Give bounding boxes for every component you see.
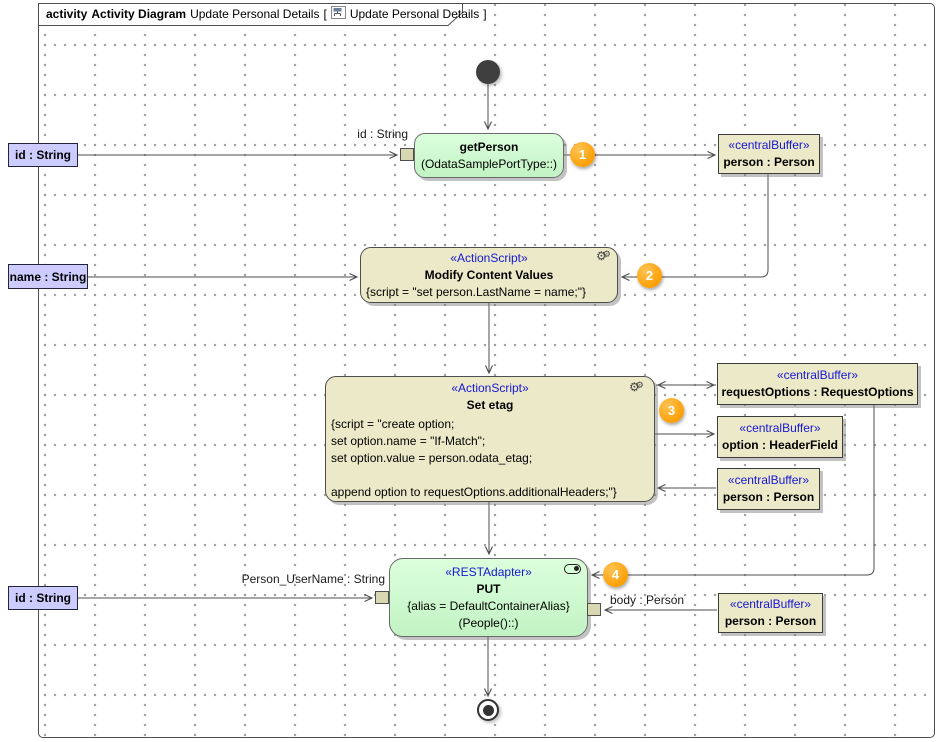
input-pin-getperson[interactable] (400, 148, 414, 161)
input-pin-put-left[interactable] (375, 591, 389, 604)
buffer-person-top[interactable]: «centralBuffer» person : Person (718, 134, 820, 174)
stereotype-label: «ActionScript» (451, 381, 529, 395)
script-line: {script = "create option; (331, 417, 455, 431)
buffer-stereotype: «centralBuffer» (776, 368, 859, 382)
activity-final-node[interactable] (477, 699, 499, 721)
action-modify-content-values[interactable]: «ActionScript» Modify Content Values {sc… (360, 247, 618, 303)
script-line (331, 467, 659, 484)
action-put[interactable]: «RESTAdapter» PUT {alias = DefaultContai… (389, 558, 588, 637)
frame-ref-name: Update Personal Details (349, 7, 480, 21)
stereotype-label: «ActionScript» (450, 250, 528, 265)
buffer-request-options[interactable]: «centralBuffer» requestOptions : Request… (717, 363, 918, 405)
buffer-name: option : HeaderField (721, 438, 838, 452)
param-label: id : String (15, 591, 71, 605)
pin-label-person-username: Person_UserName : String (241, 572, 385, 586)
buffer-stereotype: «centralBuffer» (727, 473, 810, 487)
initial-node[interactable] (476, 60, 500, 84)
buffer-option[interactable]: «centralBuffer» option : HeaderField (717, 416, 843, 458)
frame-diagram-type: Activity Diagram (91, 7, 187, 21)
gears-icon: ⚙⚙ (629, 380, 644, 394)
script-line: set option.value = person.odata_etag; (331, 451, 533, 465)
gears-icon: ⚙⚙ (596, 249, 611, 263)
step-badge-3[interactable]: 3 (659, 398, 684, 423)
frame-header: activity Activity Diagram Update Persona… (46, 6, 487, 22)
frame-kind-label: activity (46, 7, 88, 21)
param-label: name : String (9, 269, 87, 284)
action-name: PUT (476, 581, 501, 596)
buffer-name: person : Person (722, 490, 815, 504)
stereotype-label: «RESTAdapter» (445, 564, 532, 579)
buffer-stereotype: «centralBuffer» (728, 138, 810, 152)
diagram-frame (38, 3, 935, 738)
buffer-stereotype: «centralBuffer» (739, 421, 821, 435)
action-subtitle: (OdataSamplePortType::) (420, 156, 558, 171)
pin-label-id: id : String (357, 127, 408, 141)
frame-bracket-close: ] (483, 7, 487, 21)
edge-person-buffer-to-modify[interactable] (622, 174, 769, 277)
script-line: set option.name = "If-Match"; (331, 434, 486, 448)
badge-number: 2 (645, 268, 654, 283)
rest-adapter-icon (564, 564, 581, 574)
action-get-person[interactable]: getPerson (OdataSamplePortType::) (414, 133, 564, 178)
input-pin-put-right[interactable] (587, 603, 601, 616)
frame-bracket-open: [ (323, 7, 327, 21)
pin-label-body-person: body : Person (610, 593, 685, 607)
param-id-bottom[interactable]: id : String (8, 586, 78, 610)
script-line: append option to requestOptions.addition… (331, 485, 617, 499)
buffer-name: person : Person (723, 155, 815, 169)
param-name-left[interactable]: name : String (8, 264, 88, 289)
frame-diagram-name: Update Personal Details (190, 7, 320, 21)
buffer-name: person : Person (724, 614, 817, 628)
badge-number: 1 (578, 147, 587, 162)
buffer-person-bottom[interactable]: «centralBuffer» person : Person (718, 593, 823, 633)
step-badge-4[interactable]: 4 (603, 562, 628, 587)
action-alias-line: {alias = DefaultContainerAlias} (407, 598, 570, 613)
buffer-name: requestOptions : RequestOptions (721, 385, 914, 399)
edge-requestoptions-to-put[interactable] (592, 405, 875, 575)
action-set-etag[interactable]: «ActionScript» Set etag {script = "creat… (325, 376, 655, 502)
param-label: id : String (15, 148, 71, 162)
action-operation-line: (People()::) (458, 615, 519, 630)
step-badge-1[interactable]: 1 (570, 142, 595, 167)
frame-title-tab (38, 3, 463, 26)
badge-number: 4 (611, 567, 620, 582)
buffer-person-mid[interactable]: «centralBuffer» person : Person (717, 468, 820, 510)
action-script-block: {script = "create option; set option.nam… (326, 416, 659, 501)
action-name: Set etag (466, 398, 514, 412)
buffer-stereotype: «centralBuffer» (729, 597, 812, 611)
action-name: Modify Content Values (424, 267, 554, 282)
action-name: getPerson (459, 139, 519, 154)
param-id-top[interactable]: id : String (8, 143, 78, 167)
activity-final-dot (482, 704, 494, 716)
activity-diagram-icon (330, 6, 346, 22)
step-badge-2[interactable]: 2 (637, 263, 662, 288)
badge-number: 3 (667, 403, 676, 418)
action-script-text: {script = "set person.LastName = name;"} (366, 284, 586, 299)
